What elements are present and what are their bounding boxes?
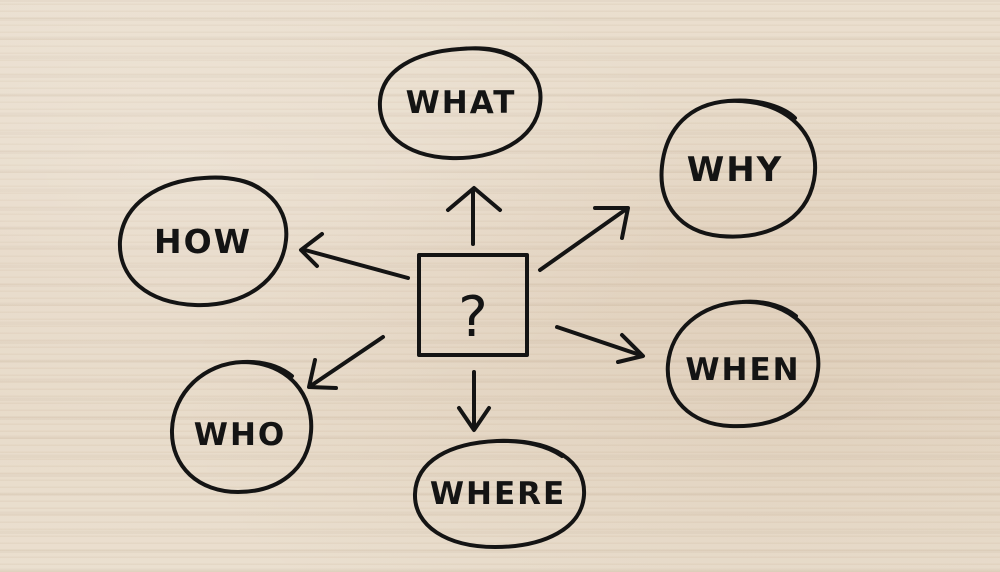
label-where: WHERE (430, 476, 566, 512)
arrow-to-where (457, 370, 491, 432)
node-who: WHO (169, 359, 314, 494)
question-mark: ? (458, 285, 488, 350)
label-how: HOW (154, 222, 252, 261)
arrow-to-what (446, 186, 502, 246)
label-who: WHO (194, 417, 287, 453)
arrows (299, 186, 645, 432)
arrow-to-who (307, 335, 385, 390)
arrow-to-how (299, 232, 410, 280)
node-how: HOW (117, 175, 289, 308)
node-why: WHY (659, 98, 818, 239)
node-where: WHERE (412, 438, 587, 549)
label-what: WHAT (406, 85, 517, 121)
label-when: WHEN (685, 352, 800, 388)
center-box: ? (417, 253, 529, 357)
label-why: WHY (687, 150, 784, 190)
arrow-to-why (538, 206, 630, 272)
arrow-to-when (555, 325, 645, 364)
node-when: WHEN (665, 299, 821, 429)
node-what: WHAT (377, 46, 543, 161)
